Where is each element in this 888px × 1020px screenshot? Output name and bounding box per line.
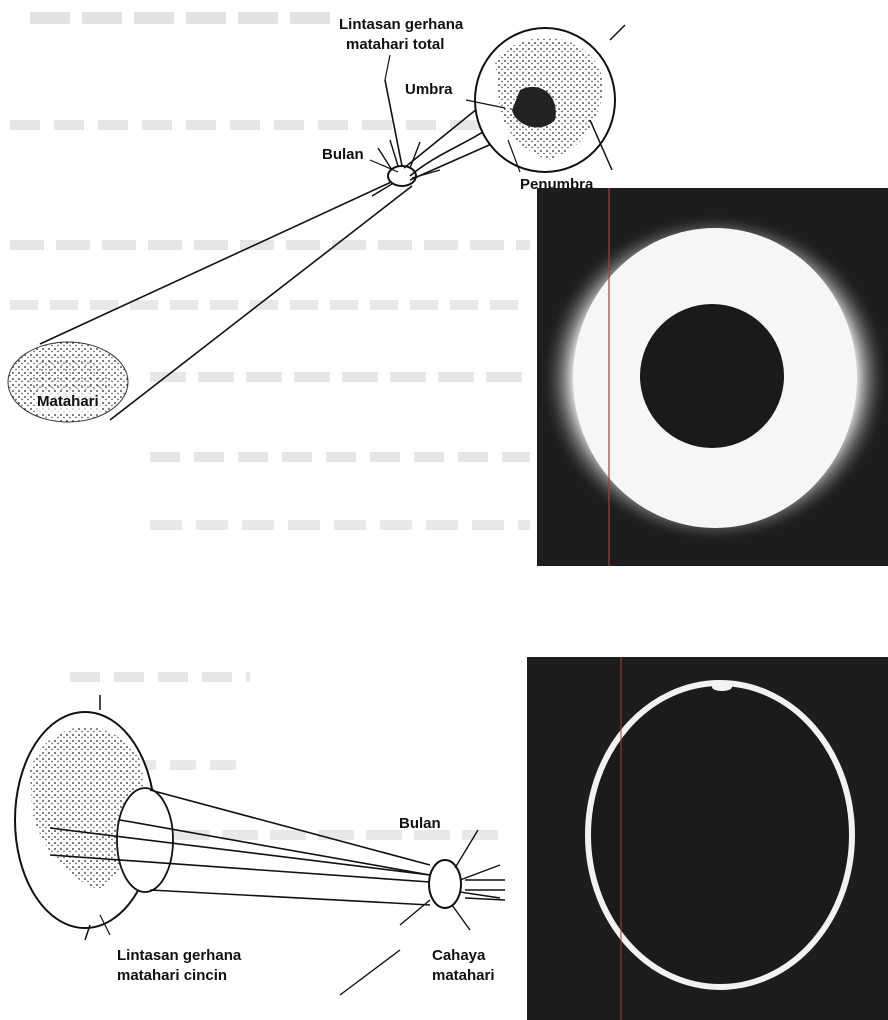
earth-globe <box>475 25 625 172</box>
annular-path-label-line2: matahari cincin <box>117 966 227 986</box>
umbra-label: Umbra <box>405 80 453 100</box>
annular-eclipse-photo <box>527 657 888 1020</box>
sunlight-label-line1: Cahaya <box>432 946 485 966</box>
total-eclipse-photo <box>537 188 888 566</box>
sunlight-label-line2: matahari <box>432 966 495 986</box>
moon-label-bottom: Bulan <box>399 814 441 834</box>
moon-disc <box>640 304 784 448</box>
total-path-label-line1: Lintasan gerhana <box>339 15 463 35</box>
total-eclipse-figure: Lintasan gerhana matahari total Umbra Bu… <box>0 0 888 570</box>
earth-globe-bottom <box>15 695 173 940</box>
annular-ring <box>588 683 852 987</box>
sun-label: Matahari <box>35 392 101 412</box>
moon-label: Bulan <box>322 145 364 165</box>
moon-shape <box>372 140 440 196</box>
annular-eclipse-figure: Bulan Lintasan gerhana matahari cincin C… <box>0 650 888 1020</box>
annular-path-label-line1: Lintasan gerhana <box>117 946 241 966</box>
total-path-label-line2: matahari total <box>346 35 444 55</box>
